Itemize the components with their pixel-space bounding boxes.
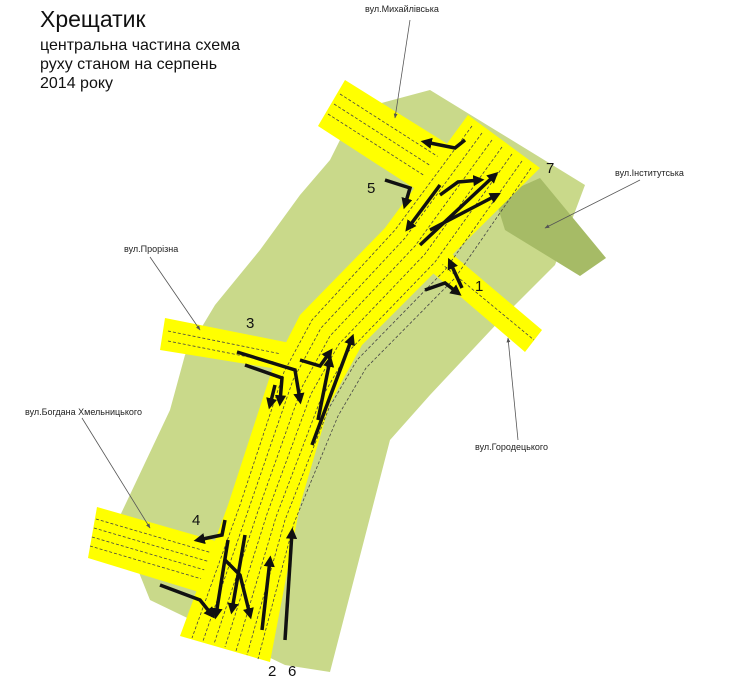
arrow-north-lower-center: [260, 555, 275, 631]
arrow-from-prorizna-2: [244, 363, 287, 407]
arrow-to-prorizna: [299, 348, 333, 369]
arrow-north-upper: [418, 171, 499, 247]
arrow-to-horodetskoho: [447, 257, 464, 289]
label-mykhailivska: вул.Михайлівська: [365, 4, 439, 14]
arrow-curve-right: [223, 558, 254, 620]
khreshchatyk-main-road: [180, 115, 540, 662]
traffic-arrows: [159, 137, 501, 641]
arrow-south-lower-2: [211, 539, 230, 620]
arrow-to-mykhailivska: [420, 137, 467, 150]
street-leader-lines: [81, 19, 641, 529]
instytutska-street-block: [495, 178, 606, 276]
label-horodetskoho: вул.Городецького: [475, 442, 548, 452]
arrow-to-khmelnytskoho: [193, 519, 227, 545]
marker-6: 6: [288, 663, 296, 680]
arrow-north-right-lane: [283, 527, 298, 641]
map-subtitle: центральна частина схема руху станом на …: [40, 37, 240, 92]
marker-3: 3: [246, 315, 254, 332]
arrow-from-horodetskoho: [424, 281, 462, 296]
marker-1: 1: [475, 278, 483, 295]
arrow-from-prorizna: [236, 350, 305, 405]
arrow-turn-instytutska: [438, 175, 485, 197]
marker-2: 2: [268, 663, 276, 680]
marker-4: 4: [192, 512, 200, 529]
arrow-south-middle: [266, 384, 278, 410]
arrow-north-upper-2: [429, 192, 501, 232]
label-prorizna: вул.Прорізна: [124, 244, 178, 254]
label-khmelnytskoho: вул.Богдана Хмельницького: [25, 407, 142, 417]
horodetskoho-street-road: [420, 248, 542, 352]
arrow-south-upper: [405, 183, 442, 232]
map-title: Хрещатик: [40, 6, 146, 32]
arrow-from-mykhailivska: [384, 178, 413, 210]
arrow-from-khmelnytskoho: [159, 583, 215, 619]
marker-7: 7: [546, 160, 554, 177]
marker-5: 5: [367, 180, 375, 197]
arrow-north-main: [310, 333, 355, 446]
label-instytutska: вул.Інститутська: [615, 168, 684, 178]
arrow-north-center: [316, 355, 335, 421]
